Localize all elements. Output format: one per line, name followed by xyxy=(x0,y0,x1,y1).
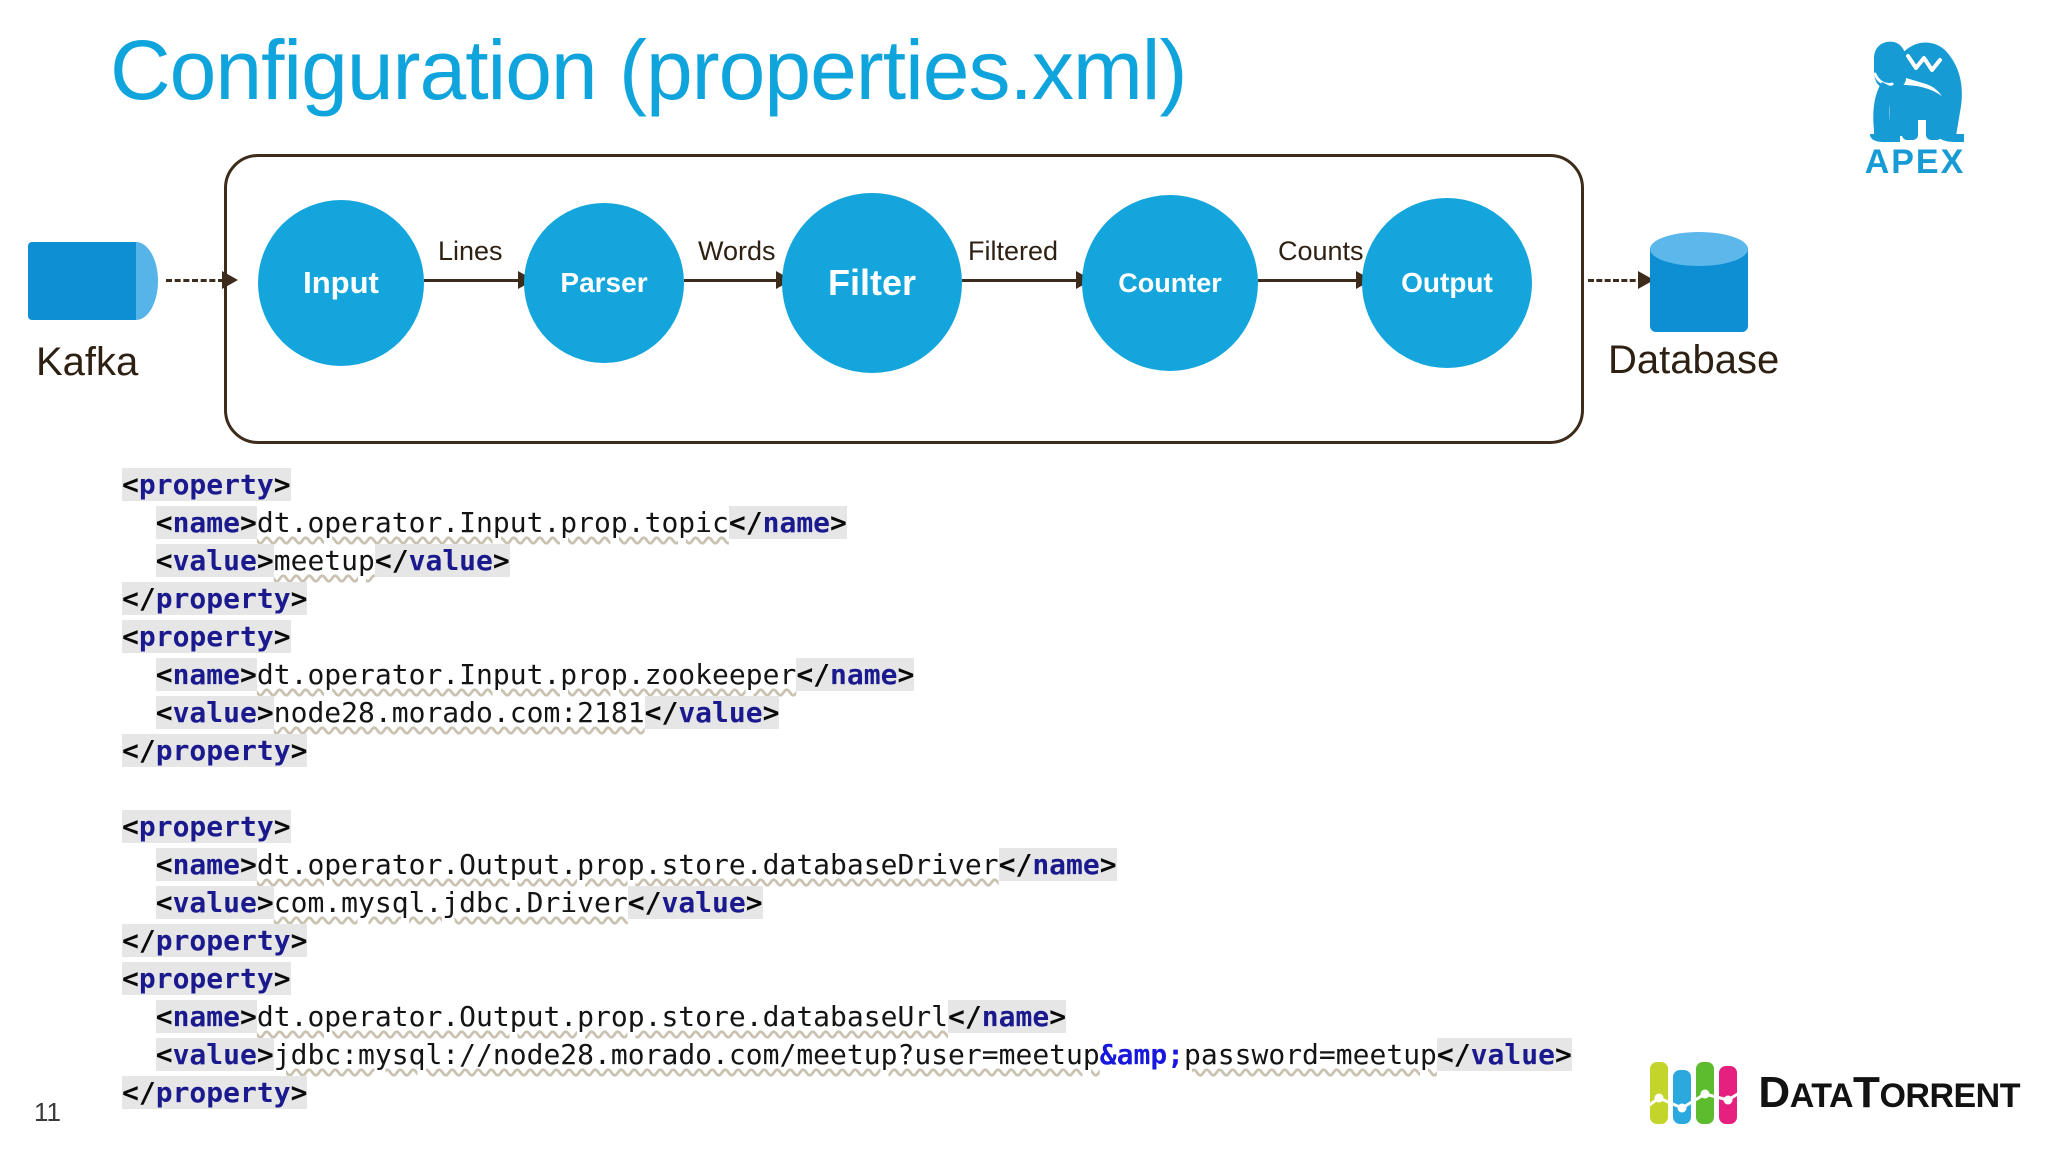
kafka-cylinder-cap-shade xyxy=(114,242,136,320)
page-title: Configuration (properties.xml) xyxy=(110,23,1187,117)
pipeline-diagram: Kafka Input Lines Parser Words Filter Fi… xyxy=(0,140,2048,460)
xml-configuration-code: <property> <name>dt.operator.Input.prop.… xyxy=(122,466,1572,1112)
code-line: <value>node28.morado.com:2181</value> xyxy=(155,696,780,729)
edge-label-counts: Counts xyxy=(1278,236,1364,266)
dag-container-border xyxy=(224,154,1584,444)
edge-line-counts xyxy=(1258,279,1358,282)
operator-node-filter-label: Filter xyxy=(827,262,916,303)
dt-orrent: ORRENT xyxy=(1879,1077,2020,1115)
code-line: <value>jdbc:mysql://node28.morado.com/me… xyxy=(155,1038,1572,1071)
code-line: <value>meetup</value> xyxy=(155,544,510,577)
code-line: <property> xyxy=(122,620,291,653)
kafka-label: Kafka xyxy=(36,340,139,384)
datatorrent-wordmark: DATATORRENT xyxy=(1758,1068,2020,1118)
operator-node-counter[interactable]: Counter xyxy=(1082,195,1258,371)
kafka-dashed-connector xyxy=(166,279,224,282)
dt-d: D xyxy=(1758,1068,1790,1117)
datatorrent-logo: DATATORRENT xyxy=(1647,1058,2020,1128)
edge-line-words xyxy=(684,279,778,282)
database-dashed-connector xyxy=(1588,279,1644,282)
edge-line-lines xyxy=(424,279,520,282)
edge-label-lines: Lines xyxy=(438,236,503,266)
operator-node-counter-label: Counter xyxy=(1118,267,1222,298)
dt-t: T xyxy=(1853,1068,1880,1117)
edge-label-filtered: Filtered xyxy=(968,236,1059,266)
code-line: <name>dt.operator.Input.prop.zookeeper</… xyxy=(155,658,915,691)
code-line: </property> xyxy=(122,734,308,767)
operator-node-output-label: Output xyxy=(1401,267,1493,298)
code-line: </property> xyxy=(122,1076,308,1109)
code-line: <property> xyxy=(122,810,291,843)
code-line: </property> xyxy=(122,582,308,615)
operator-node-filter[interactable]: Filter xyxy=(782,193,962,373)
operator-node-output[interactable]: Output xyxy=(1362,198,1532,368)
edge-line-filtered xyxy=(962,279,1078,282)
code-line: <name>dt.operator.Output.prop.store.data… xyxy=(155,1000,1067,1033)
kafka-cylinder-icon xyxy=(28,242,158,320)
code-line: <name>dt.operator.Input.prop.topic</name… xyxy=(155,506,847,539)
database-cylinder-icon xyxy=(1650,232,1748,336)
operator-node-input[interactable]: Input xyxy=(258,200,424,366)
code-line: <name>dt.operator.Output.prop.store.data… xyxy=(155,848,1117,881)
dt-ata: ATA xyxy=(1789,1077,1854,1115)
apex-logo: APEX xyxy=(1830,16,2000,186)
operator-node-input-label: Input xyxy=(303,265,379,300)
code-line: </property> xyxy=(122,924,308,957)
edge-label-words: Words xyxy=(698,236,776,266)
datatorrent-bars-icon xyxy=(1647,1060,1746,1126)
database-cylinder-top xyxy=(1650,232,1748,266)
apex-wordmark: APEX xyxy=(1864,143,1966,181)
code-line: <value>com.mysql.jdbc.Driver</value> xyxy=(155,886,763,919)
code-line xyxy=(122,770,1572,808)
code-line: <property> xyxy=(122,962,291,995)
operator-node-parser-label: Parser xyxy=(560,267,648,298)
page-number: 11 xyxy=(34,1097,61,1127)
operator-node-parser[interactable]: Parser xyxy=(524,203,684,363)
code-line: <property> xyxy=(122,468,291,501)
gorilla-icon xyxy=(1870,41,1964,142)
database-label: Database xyxy=(1608,338,1780,382)
